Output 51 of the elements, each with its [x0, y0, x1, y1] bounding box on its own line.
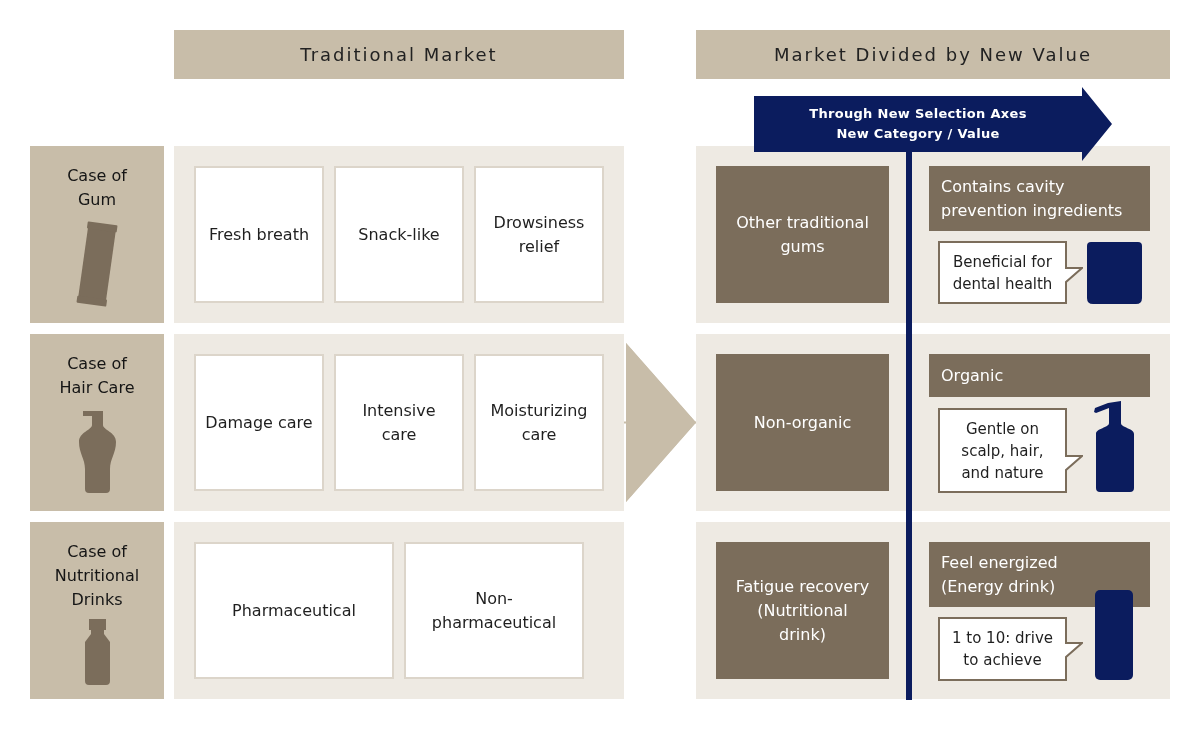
- row-heading: Case of Nutritional Drinks: [53, 541, 141, 611]
- option-card: [404, 542, 584, 679]
- category-label: Non-organic: [753, 411, 852, 434]
- category-label: Fatigue recovery (Nutritional drink): [734, 575, 871, 646]
- row-panel: [696, 334, 1170, 511]
- banner-text: Through New Selection Axes New Category / Value: [808, 104, 1028, 143]
- row-panel: [696, 522, 1170, 699]
- bubble-text: Gentle on scalp, hair, and nature: [960, 418, 1045, 484]
- option-label: Fresh breath: [208, 223, 310, 246]
- row-header-panel: [30, 522, 164, 699]
- category-label: Organic: [941, 364, 1004, 387]
- option-card: [194, 354, 324, 491]
- category-card: [716, 354, 889, 491]
- category-label: Other traditional gums: [735, 211, 870, 258]
- option-label: Damage care: [205, 411, 313, 434]
- speech-bubble: [938, 617, 1083, 681]
- row-panel: [174, 334, 624, 511]
- option-card: [194, 542, 394, 679]
- bubble-text: 1 to 10: drive to achieve: [951, 628, 1054, 671]
- heading-band: [696, 30, 1170, 79]
- row-heading: Case of Hair Care: [58, 353, 136, 399]
- category-card: [929, 542, 1150, 607]
- option-card: [474, 166, 604, 303]
- bubble-text: Beneficial for dental health: [951, 251, 1054, 295]
- option-label: Drowsiness relief: [492, 211, 586, 258]
- row-panel: [174, 146, 624, 323]
- option-label: Pharmaceutical: [232, 599, 356, 622]
- row-heading: Case of Gum: [66, 165, 129, 211]
- column-heading: Market Divided by New Value: [774, 42, 1092, 67]
- category-card: [929, 166, 1150, 231]
- category-card: [929, 354, 1150, 397]
- option-label: Non-pharmaceutical: [430, 587, 558, 634]
- option-card: [474, 354, 604, 491]
- option-label: Snack-like: [358, 223, 440, 246]
- row-panel: [696, 146, 1170, 323]
- option-card: [194, 166, 324, 303]
- row-header-panel: [30, 334, 164, 511]
- heading-band: [174, 30, 624, 79]
- row-header-panel: [30, 146, 164, 323]
- column-heading: Traditional Market: [300, 42, 498, 67]
- category-card: [716, 542, 889, 679]
- category-label: Contains cavity prevention ingredients: [941, 175, 1124, 222]
- option-label: Intensive care: [361, 399, 437, 446]
- category-card: [716, 166, 889, 303]
- row-panel: [174, 522, 624, 699]
- speech-bubble: [938, 241, 1083, 304]
- option-label: Moisturizing care: [489, 399, 589, 446]
- speech-bubble: [938, 408, 1083, 493]
- option-card: [334, 166, 464, 303]
- option-card: [334, 354, 464, 491]
- category-label: Feel energized (Energy drink): [941, 551, 1059, 598]
